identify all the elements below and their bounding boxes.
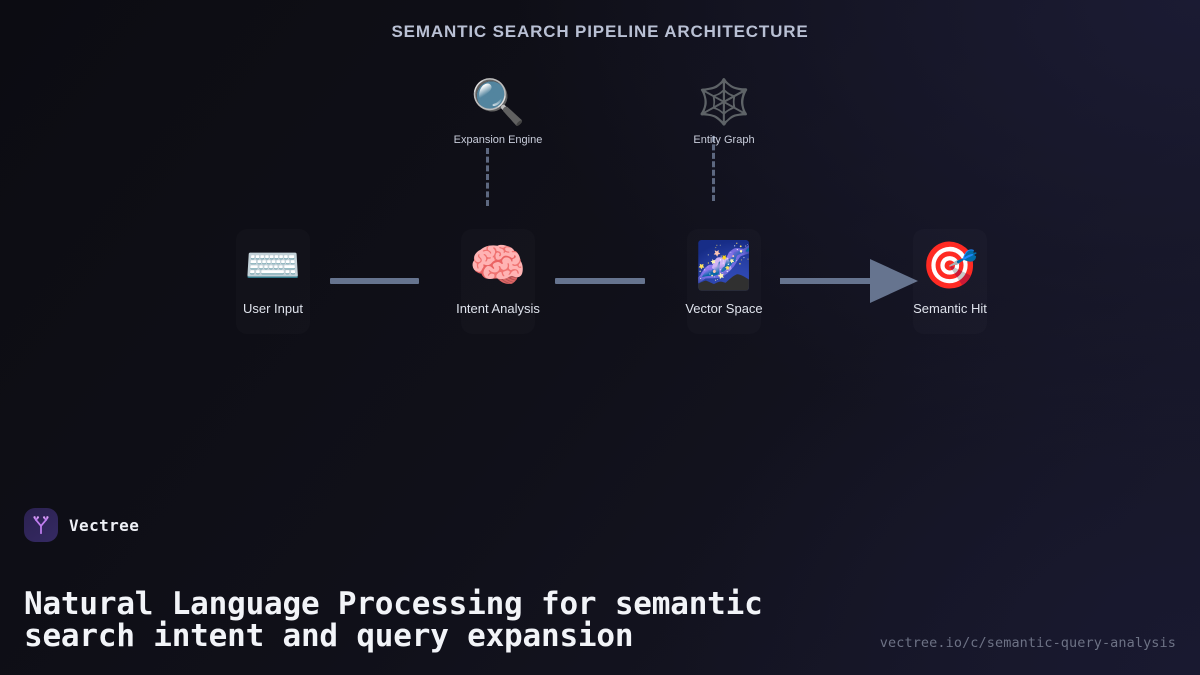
diagram-node-vector-space[interactable]: 🌌 Vector Space xyxy=(654,239,794,316)
vectree-tree-logo-icon xyxy=(24,508,58,542)
brand-name: Vectree xyxy=(69,515,140,535)
connector-intent-analysis-to-vector-space xyxy=(555,278,645,284)
bullseye-dart-icon: 🎯 xyxy=(921,238,979,292)
brand-block[interactable]: Vectree xyxy=(24,508,139,542)
connector-user-input-to-intent-analysis xyxy=(330,278,419,284)
dashed-connector-expansion-engine xyxy=(486,148,489,206)
diagram-node-label: Expansion Engine xyxy=(453,134,543,146)
diagram-node-semantic-hit[interactable]: 🎯 Semantic Hit xyxy=(880,239,1020,316)
diagram-node-intent-analysis[interactable]: 🧠 Intent Analysis xyxy=(428,239,568,316)
source-url: vectree.io/c/semantic-query-analysis xyxy=(879,635,1176,651)
dashed-connector-entity-graph xyxy=(712,136,715,201)
brain-icon: 🧠 xyxy=(469,238,527,292)
page-title: SEMANTIC SEARCH PIPELINE ARCHITECTURE xyxy=(391,22,809,41)
diagram-node-label: Entity Graph xyxy=(693,134,755,146)
diagram-node-label: User Input xyxy=(243,301,303,316)
diagram-node-label: Semantic Hit xyxy=(913,301,987,316)
headline: Natural Language Processing for semantic… xyxy=(24,586,763,654)
diagram-node-entity-graph[interactable]: 🕸️ Entity Graph xyxy=(654,77,794,147)
connector-vector-space-to-semantic-hit xyxy=(780,278,875,284)
diagram-node-label: Vector Space xyxy=(685,301,763,316)
diagram-node-label: Intent Analysis xyxy=(456,301,540,316)
milky-way-icon: 🌌 xyxy=(695,238,753,292)
diagram-node-expansion-engine[interactable]: 🔍 Expansion Engine xyxy=(428,77,568,147)
keyboard-icon: ⌨️ xyxy=(244,238,302,292)
magnifying-glass-icon: 🔍 xyxy=(470,77,526,128)
connector-arrowhead-icon xyxy=(870,259,918,303)
diagram-node-user-input[interactable]: ⌨️ User Input xyxy=(203,239,343,316)
spider-web-icon: 🕸️ xyxy=(696,77,752,128)
